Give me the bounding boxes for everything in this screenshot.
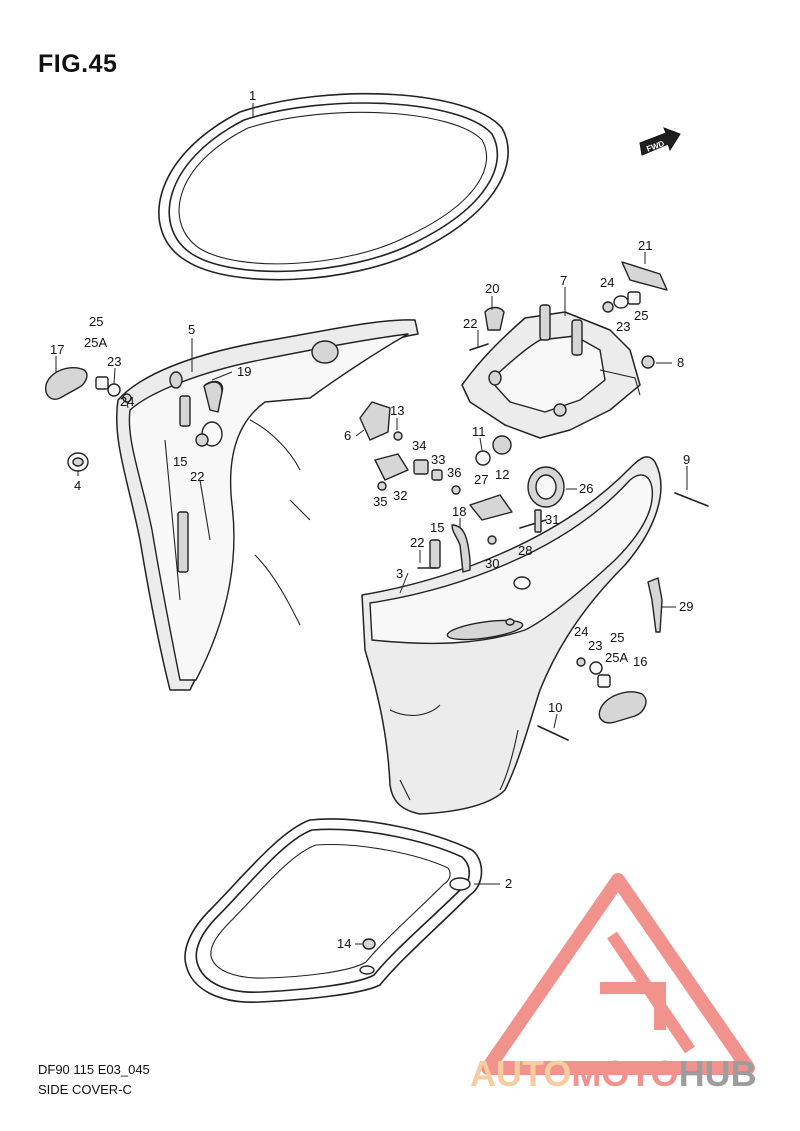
- callout-28: 28: [518, 543, 532, 558]
- callout-25-right: 25: [610, 630, 624, 645]
- callout-21: 21: [638, 238, 652, 253]
- callout-12: 12: [495, 467, 509, 482]
- callout-7: 7: [560, 273, 567, 288]
- callout-labels: 1 2 3 4 5 6 7 8 9 10 11 12 13 14 15 15 1…: [50, 88, 693, 951]
- callout-24-left: 24: [120, 394, 134, 409]
- top-seal-ring: [158, 92, 509, 281]
- callout-23-top: 23: [616, 319, 630, 334]
- callout-25A-right: 25A: [605, 650, 628, 665]
- callout-15-right: 15: [430, 520, 444, 535]
- callout-17: 17: [50, 342, 64, 357]
- diagram-code: DF90 115 E03_045: [38, 1062, 150, 1077]
- callout-10: 10: [548, 700, 562, 715]
- callout-11: 11: [472, 424, 486, 439]
- callout-25-left: 25: [89, 314, 103, 329]
- callout-16: 16: [633, 654, 647, 669]
- callout-22-top: 22: [463, 316, 477, 331]
- callout-9: 9: [683, 452, 690, 467]
- callout-24-right: 24: [574, 624, 588, 639]
- callout-27: 27: [474, 472, 488, 487]
- callout-15-left: 15: [173, 454, 187, 469]
- fwd-direction-arrow: FWD: [639, 127, 681, 156]
- callout-5: 5: [188, 322, 195, 337]
- callout-26: 26: [579, 481, 593, 496]
- callout-34: 34: [412, 438, 426, 453]
- callout-1: 1: [249, 88, 256, 103]
- hardware-parts: [45, 261, 709, 950]
- left-side-cover: [115, 319, 419, 691]
- callout-6: 6: [344, 428, 351, 443]
- callout-22-right: 22: [410, 535, 424, 550]
- bottom-seal-frame: [184, 818, 483, 1003]
- callout-32: 32: [393, 488, 407, 503]
- callout-13: 13: [390, 403, 404, 418]
- callout-2: 2: [505, 876, 512, 891]
- callout-3: 3: [396, 566, 403, 581]
- figure-title: FIG.45: [38, 50, 118, 78]
- callout-18: 18: [452, 504, 466, 519]
- callout-24-top: 24: [600, 275, 614, 290]
- diagram-subtitle: SIDE COVER-C: [38, 1082, 132, 1097]
- callout-36: 36: [447, 465, 461, 480]
- callout-4: 4: [74, 478, 81, 493]
- callout-23-left: 23: [107, 354, 121, 369]
- callout-20: 20: [485, 281, 499, 296]
- callout-25-top: 25: [634, 308, 648, 323]
- callout-29: 29: [679, 599, 693, 614]
- upper-mount-bracket: [461, 304, 641, 439]
- leader-lines: [55, 103, 688, 945]
- callout-14: 14: [337, 936, 351, 951]
- callout-31: 31: [545, 512, 559, 527]
- callout-22-left: 22: [190, 469, 204, 484]
- callout-25A-left: 25A: [84, 335, 107, 350]
- automotohub-watermark: AUTOMOTOHUB: [470, 873, 757, 1094]
- callout-30: 30: [485, 556, 499, 571]
- callout-23-right: 23: [588, 638, 602, 653]
- callout-8: 8: [677, 355, 684, 370]
- watermark-auto: AUTOMOTOHUB: [470, 1053, 757, 1094]
- callout-35: 35: [373, 494, 387, 509]
- right-side-cover: [361, 456, 662, 815]
- callout-19: 19: [237, 364, 251, 379]
- callout-33: 33: [431, 452, 445, 467]
